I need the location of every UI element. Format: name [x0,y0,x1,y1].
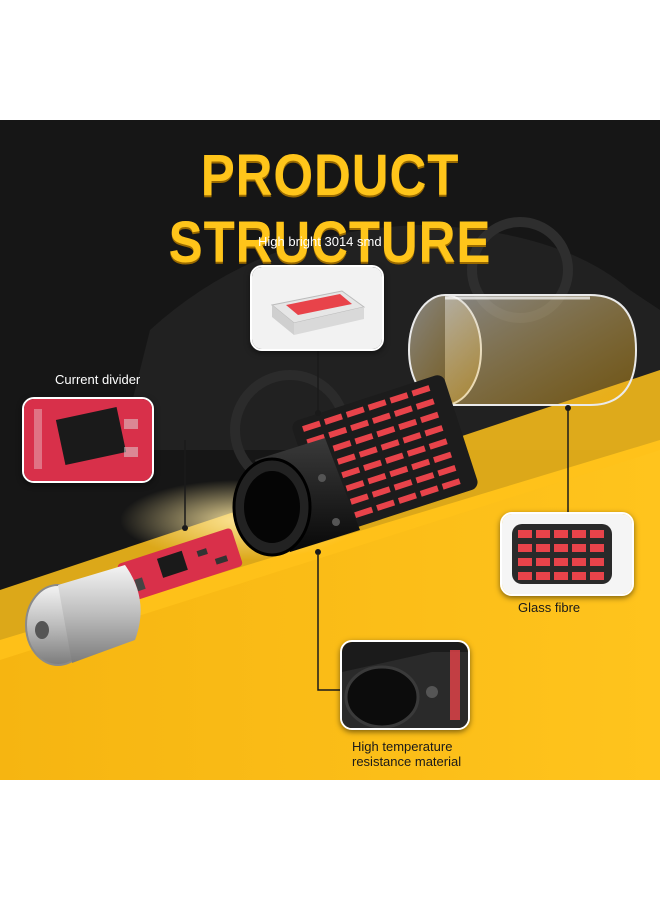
material-callout [340,640,470,730]
material-label-line1: High temperature [352,739,453,754]
material-cylinder-image [342,642,468,728]
glass-led-image [502,514,632,594]
divider-chip-image [24,399,152,481]
smd-label: High bright 3014 smd [258,234,382,249]
material-label-line2: resistance material [352,754,462,769]
product-image-frame: PRODUCT STRUCTURE High bright 3014 smd C… [0,120,660,780]
product-illustration [0,120,660,780]
smd-chip-image [252,267,382,349]
glass-callout [500,512,634,596]
divider-callout [22,397,154,483]
divider-label: Current divider [55,372,141,387]
page-title: PRODUCT STRUCTURE [168,143,492,275]
smd-callout [250,265,384,351]
glass-label: Glass fibre [518,600,581,615]
